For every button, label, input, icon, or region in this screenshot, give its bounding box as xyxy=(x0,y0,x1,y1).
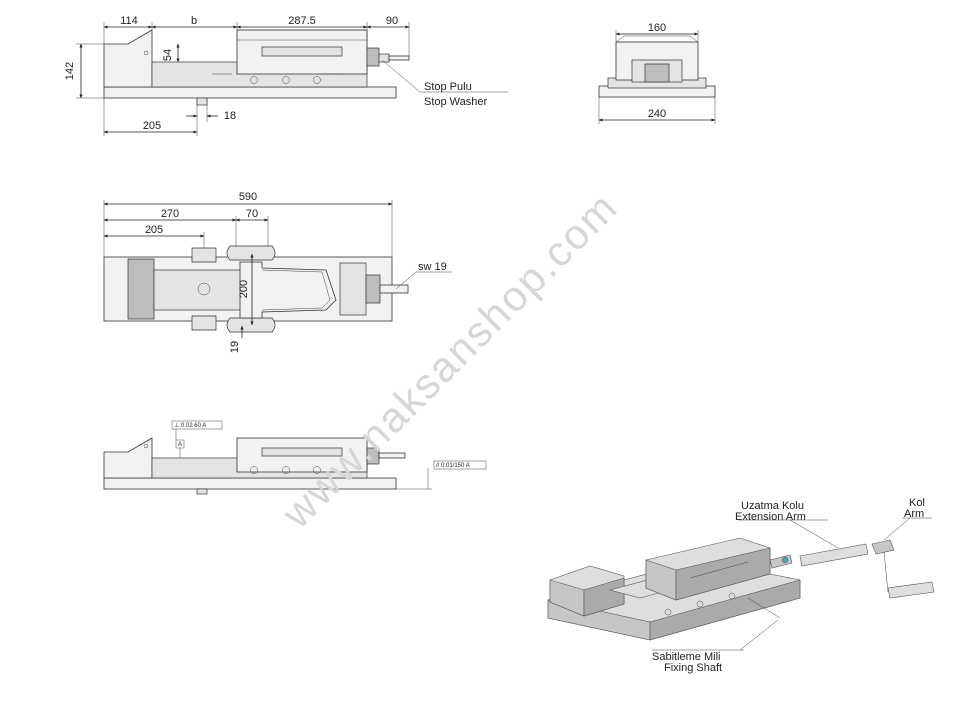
dim-287-5: 287.5 xyxy=(288,15,316,27)
dim-70: 70 xyxy=(246,208,258,220)
dim-90: 90 xyxy=(386,15,398,27)
isometric-view: Uzatma Kolu Extension Arm Kol Arm Sabitl… xyxy=(547,497,935,674)
extension-arm-label-en: Extension Arm xyxy=(735,511,806,523)
watermark-text: www.naksanshop.com xyxy=(272,183,627,538)
dim-142: 142 xyxy=(64,62,76,80)
arm-label-en: Arm xyxy=(904,508,924,520)
dim-54: 54 xyxy=(162,49,174,61)
tolerance-parallelism: // 0.01/150 A xyxy=(436,463,470,469)
dim-590: 590 xyxy=(239,191,257,203)
dim-b: b xyxy=(191,15,197,27)
fixing-shaft-label-tr: Sabitleme Mili xyxy=(652,651,720,663)
side-view: 114 b 287.5 90 142 54 205 18 Stop Pulu S… xyxy=(64,15,508,136)
dim-240: 240 xyxy=(648,108,666,120)
dim-200: 200 xyxy=(238,280,250,298)
tolerance-perpendicularity: ⊥ 0.02 60 A xyxy=(174,422,206,429)
dim-270: 270 xyxy=(161,208,179,220)
dim-205: 205 xyxy=(143,120,161,132)
tolerance-view: ⊥ 0.02 60 A A // 0.01/150 A xyxy=(103,420,487,495)
dim-18: 18 xyxy=(224,110,236,122)
end-view: 160 240 xyxy=(598,22,716,124)
stop-washer-label-en: Stop Washer xyxy=(424,96,488,108)
fixing-shaft-label-en: Fixing Shaft xyxy=(664,662,722,674)
stop-washer-label-tr: Stop Pulu xyxy=(424,81,472,93)
arm-label-tr: Kol xyxy=(909,497,925,509)
sw-19-label: sw 19 xyxy=(418,261,447,273)
top-view: 590 270 70 205 200 19 sw 19 xyxy=(103,191,452,353)
dim-19: 19 xyxy=(229,341,241,353)
dim-114: 114 xyxy=(120,15,138,27)
dim-160: 160 xyxy=(648,22,666,34)
dim-205-top: 205 xyxy=(145,224,163,236)
extension-arm-label-tr: Uzatma Kolu xyxy=(741,500,804,512)
datum-a: A xyxy=(178,442,182,448)
